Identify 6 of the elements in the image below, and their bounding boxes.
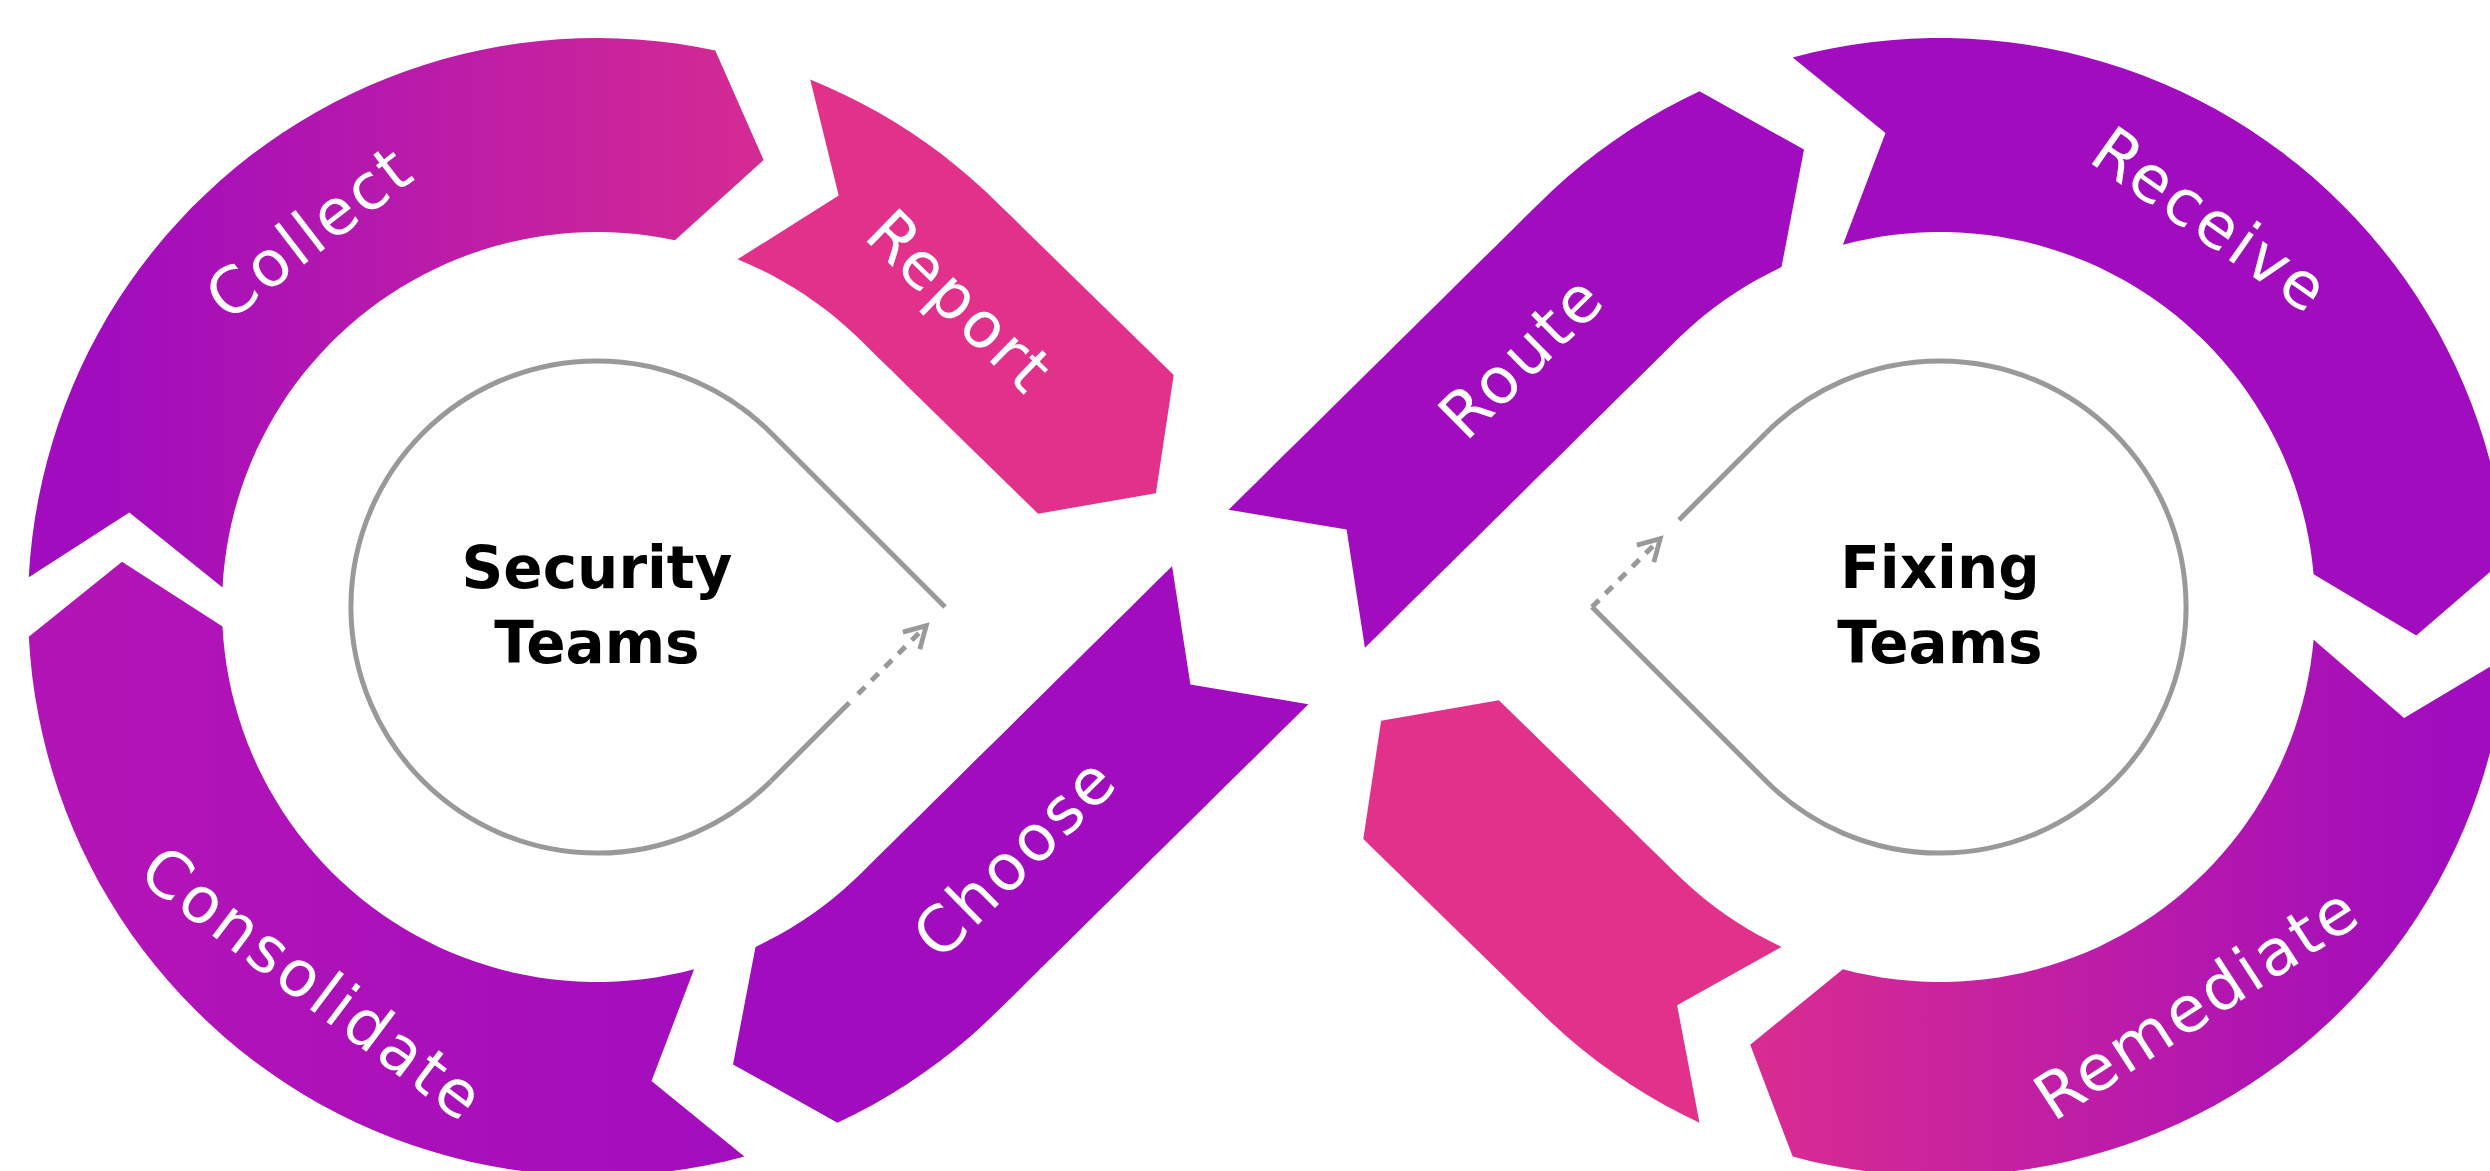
arrow-segment bbox=[1228, 91, 1804, 648]
arrow-segment bbox=[1363, 700, 1782, 1123]
team-label: Security Teams bbox=[460, 533, 734, 680]
arrow-segment bbox=[733, 566, 1309, 1123]
arrow-segment bbox=[737, 79, 1174, 514]
team-label: Fixing Teams bbox=[1836, 533, 2044, 680]
